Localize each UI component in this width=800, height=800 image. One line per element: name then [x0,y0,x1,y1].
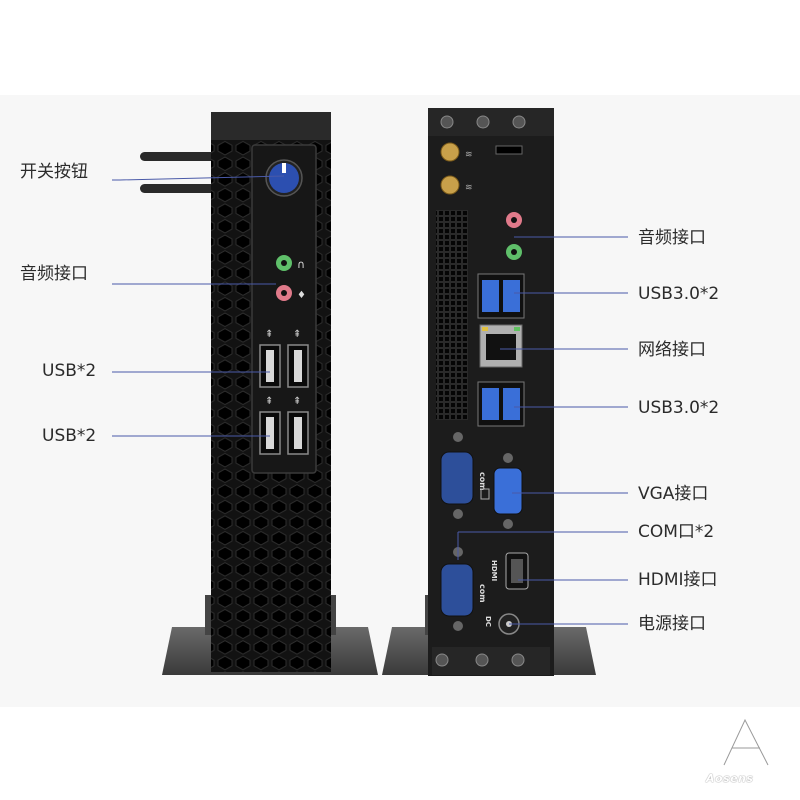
power-button[interactable] [269,163,299,193]
label-vga: VGA接口 [638,484,709,504]
rear-vent [436,210,468,420]
label-lan: 网络接口 [638,340,706,360]
com-marking-2: com [478,584,487,603]
label-front-usb-1: USB*2 [42,361,97,381]
antenna-connector[interactable] [440,142,460,162]
usb-icon: ⇞ [265,329,273,340]
usb-icon: ⇞ [293,329,301,340]
usb-icon: ⇞ [293,396,301,407]
front-usb-group-1: ⇞ ⇞ [259,329,309,388]
vga-port[interactable] [493,467,523,515]
antenna-1 [140,152,216,161]
com-marking-1: com [478,472,487,491]
label-front-audio: 音频接口 [20,264,88,284]
vga-icon [480,488,490,500]
label-hdmi: HDMI接口 [638,570,718,590]
usb3-port[interactable] [482,280,499,312]
rear-unit: ≋ ≋ com com [382,108,596,676]
headphone-icon: ∩ [297,258,305,271]
wifi-icon: ≋ [465,150,473,160]
label-com: COM口*2 [638,522,715,542]
hdmi-marking: HDMI [490,560,498,581]
label-power-button: 开关按钮 [20,162,88,182]
mic-icon: ♦ [297,290,306,301]
wifi-icon: ≋ [465,183,473,193]
com-port-1[interactable] [440,451,474,505]
front-port-panel [251,144,317,474]
aosens-logo [722,716,770,766]
usb3-port[interactable] [503,280,520,312]
watermark-text: Aosens [706,772,754,785]
label-dc-power: 电源接口 [638,614,706,634]
antenna-2 [140,184,216,193]
antenna-connector[interactable] [440,175,460,195]
usb3-port[interactable] [503,388,520,420]
dc-marking: DC [484,616,492,627]
front-top-cap [211,112,331,142]
label-rear-usb3-1: USB3.0*2 [638,284,720,304]
label-front-usb-2: USB*2 [42,426,97,446]
label-rear-audio: 音频接口 [638,228,706,248]
leader-lines [112,175,628,625]
background-band [0,95,800,707]
label-rear-usb3-2: USB3.0*2 [638,398,720,418]
com-port-2[interactable] [440,563,474,617]
front-usb-group-2: ⇞ ⇞ [259,396,309,455]
usb-icon: ⇞ [265,396,273,407]
usb3-port[interactable] [482,388,499,420]
front-unit: ∩ ♦ ⇞ ⇞ ⇞ ⇞ [140,112,378,675]
power-icon [282,163,286,173]
